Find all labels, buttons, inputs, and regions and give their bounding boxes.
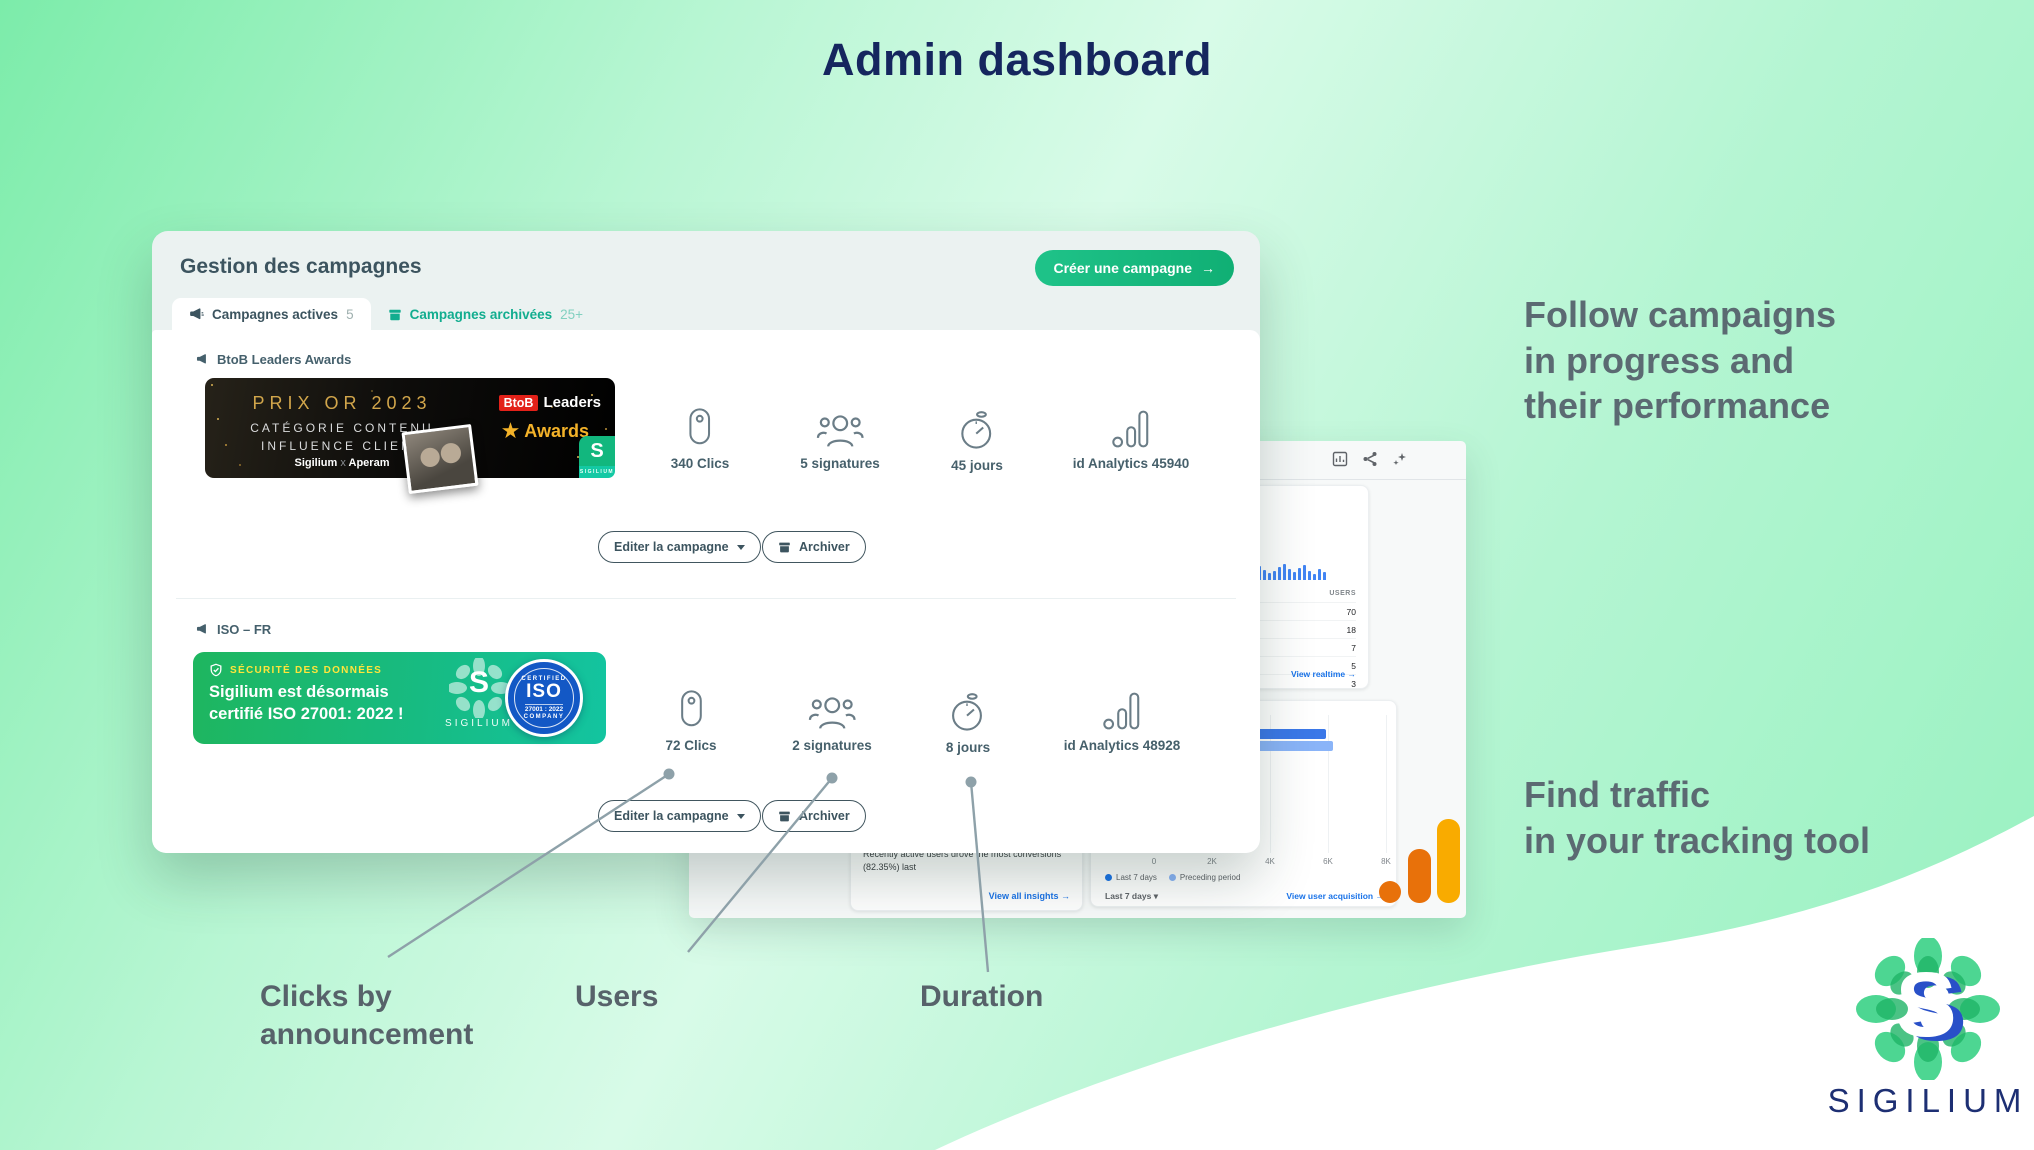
archive-icon (388, 308, 402, 322)
tab-bar: Campagnes actives 5 Campagnes archivées … (172, 298, 600, 332)
note-follow-campaigns: Follow campaigns in progress and their p… (1524, 294, 1837, 427)
stat-analytics-id: id Analytics 48928 (1064, 690, 1180, 753)
card-title: Gestion des campagnes (180, 255, 422, 278)
stat-duration: 45 jours (951, 410, 1003, 473)
campaign-name-row: BtoB Leaders Awards (196, 352, 351, 367)
realtime-row: 18 (1188, 620, 1356, 638)
campaign-name-row: ISO – FR (196, 622, 271, 637)
arrow-right-icon: → (1201, 260, 1215, 276)
chevron-down-icon: ▾ (1153, 891, 1158, 901)
megaphone-icon (196, 623, 209, 636)
archive-icon (778, 810, 791, 823)
archive-icon (778, 541, 791, 554)
stopwatch-icon (948, 692, 988, 734)
insights-icon[interactable] (1392, 451, 1408, 467)
callout-duration: Duration (920, 980, 1044, 1013)
banner-subtitle: CATÉGORIE CONTENU (250, 421, 434, 435)
star-icon: ★ (500, 418, 521, 443)
campaign-name: ISO – FR (217, 622, 272, 637)
btob-leaders-logo: BtoB Leaders (498, 394, 601, 411)
users-icon (816, 412, 864, 450)
gridline (1328, 715, 1329, 853)
campaign-banner-btob[interactable]: PRIX OR 2023 CATÉGORIE CONTENU INFLUENCE… (205, 378, 615, 495)
banner-subtitle: INFLUENCE CLIENT (260, 439, 424, 453)
ga-logo-tall-bar (1437, 819, 1460, 903)
analytics-bars-icon (1111, 408, 1151, 450)
stat-analytics-id: id Analytics 45940 (1073, 408, 1189, 471)
chevron-down-icon (736, 813, 745, 819)
view-all-insights-link[interactable]: View all insights → (988, 891, 1070, 901)
mouse-icon (683, 406, 717, 450)
campaign-manager-card: Gestion des campagnes Créer une campagne… (152, 231, 1260, 853)
archive-campaign-button[interactable]: Archiver (762, 800, 866, 832)
sigilium-logo-name: SIGILIUM (445, 718, 513, 729)
chevron-down-icon (736, 544, 745, 550)
stat-signatures: 2 signatures (792, 694, 872, 753)
mouse-icon (674, 688, 708, 732)
arrow-right-icon: → (1347, 669, 1357, 679)
stat-clicks: 340 Clics (671, 406, 729, 471)
security-tag: SÉCURITÉ DES DONNÉES (209, 663, 382, 677)
realtime-row: 7 (1188, 638, 1356, 656)
active-campaigns-panel: BtoB Leaders Awards PRIX OR 2023 CATÉGOR… (152, 330, 1260, 853)
edit-campaign-button[interactable]: Editer la campagne (598, 531, 761, 563)
ga-logo-dot (1379, 881, 1401, 903)
page-title: Admin dashboard (821, 34, 1213, 85)
tab-label: Campagnes actives (212, 307, 339, 322)
analytics-bars-icon (1102, 690, 1142, 732)
tab-active-campaigns[interactable]: Campagnes actives 5 (172, 298, 371, 332)
users-icon (808, 694, 856, 732)
gridline (1270, 715, 1271, 853)
campaign-divider (176, 598, 1236, 599)
realtime-row: 3 (1188, 674, 1356, 692)
tab-count: 25+ (560, 307, 584, 322)
view-user-acquisition-link[interactable]: View user acquisition → (1286, 891, 1384, 901)
analytics-toolbar (1332, 451, 1408, 467)
sigilium-corner-badge: S SIGILIUM (579, 436, 615, 478)
ga-logo-mid-bar (1408, 849, 1431, 903)
megaphone-icon (196, 353, 209, 366)
stat-clicks: 72 Clics (665, 688, 717, 753)
sigilium-rosette-logo: S S (1856, 938, 2000, 1080)
stat-signatures: 5 signatures (800, 412, 880, 471)
tab-label: Campagnes archivées (409, 307, 553, 322)
arrow-right-icon: → (1061, 891, 1070, 901)
sigilium-rosette (449, 658, 509, 718)
campaign-banner-iso[interactable]: SÉCURITÉ DES DONNÉES Sigilium est désorm… (193, 652, 606, 744)
award-photo (401, 423, 479, 495)
campaign-name: BtoB Leaders Awards (217, 352, 352, 367)
edit-chart-icon[interactable] (1332, 451, 1348, 467)
banner-headline: Sigilium est désormais (209, 683, 389, 701)
iso-certified-badge: CERTIFIED ISO 27001 : 2022 COMPANY (505, 659, 583, 737)
stat-duration: 8 jours (946, 692, 990, 755)
brand-name: SIGILIUM (1827, 1082, 2029, 1119)
callout-clicks-by-announcement: Clicks by announcement (260, 980, 474, 1051)
tab-count: 5 (346, 307, 354, 322)
archive-campaign-button[interactable]: Archiver (762, 531, 866, 563)
realtime-col-users: USERS (1329, 590, 1356, 597)
shield-check-icon (209, 663, 223, 677)
share-icon[interactable] (1362, 451, 1378, 467)
edit-campaign-button[interactable]: Editer la campagne (598, 800, 761, 832)
view-realtime-link[interactable]: View realtime → (1290, 669, 1357, 679)
awards-label: ★ Awards (500, 418, 589, 443)
note-find-traffic: Find traffic in your tracking tool (1524, 774, 1871, 861)
create-campaign-button[interactable]: Créer une campagne → (1034, 250, 1234, 286)
megaphone-icon (189, 307, 204, 322)
sigilium-brand-logo: S S SIGILIUM (1822, 938, 2034, 1120)
gold-speckles (211, 384, 213, 386)
stopwatch-icon (957, 410, 997, 452)
tab-archived-campaigns[interactable]: Campagnes archivées 25+ (371, 298, 600, 332)
callout-users: Users (575, 980, 659, 1013)
date-range-filter[interactable]: Last 7 days ▾ (1105, 891, 1158, 901)
banner-credit: Sigilium x Aperam (294, 457, 390, 469)
svg-text:S: S (1895, 954, 1956, 1056)
banner-title: PRIX OR 2023 (252, 393, 432, 413)
sigilium-logo-letter: S (468, 666, 489, 699)
banner-headline: certifié ISO 27001: 2022 ! (209, 705, 404, 723)
gridline (1386, 715, 1387, 853)
